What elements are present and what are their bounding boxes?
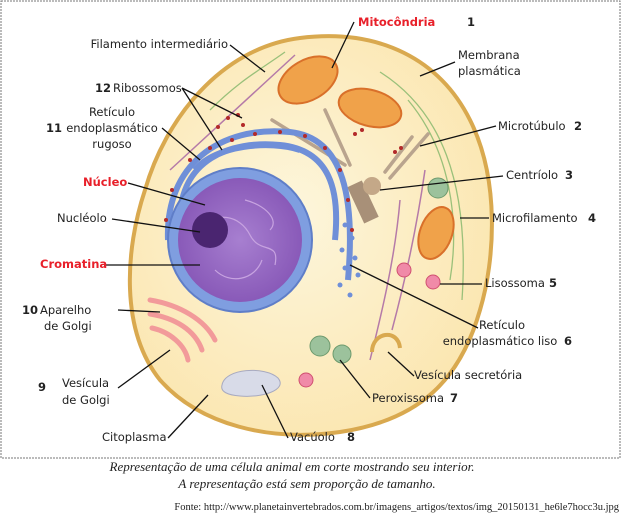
label-peroxissoma: Peroxissoma bbox=[372, 391, 444, 405]
label-microfilamento-number: 4 bbox=[588, 211, 596, 225]
label-peroxissoma-number: 7 bbox=[450, 391, 458, 405]
label-vesicula-secretoria: Vesícula secretória bbox=[414, 368, 522, 382]
label-nucleo: Núcleo bbox=[83, 175, 127, 189]
label-mitocondria: Mitocôndria bbox=[358, 15, 435, 29]
label-rer-number: 11 bbox=[46, 121, 62, 135]
label-membrana-2: plasmática bbox=[458, 64, 521, 78]
label-rel-number: 6 bbox=[564, 334, 572, 348]
label-mitocondria-number: 1 bbox=[467, 15, 475, 29]
label-ribossomos: Ribossomos bbox=[113, 81, 182, 95]
label-rer-3: rugoso bbox=[92, 137, 131, 151]
label-rer-2: endoplasmático bbox=[66, 121, 158, 135]
label-rel-1: Retículo bbox=[479, 318, 525, 332]
label-golgi-number: 10 bbox=[22, 303, 38, 317]
label-microtubulo-number: 2 bbox=[574, 119, 582, 133]
caption-source: Fonte: http://www.planetainvertebrados.c… bbox=[174, 502, 619, 513]
label-rel-2: endoplasmático liso bbox=[443, 334, 558, 348]
label-microfilamento: Microfilamento bbox=[492, 211, 578, 225]
label-nucleolo: Nucléolo bbox=[57, 211, 107, 225]
label-centriolo-number: 3 bbox=[565, 168, 573, 182]
label-centriolo: Centríolo bbox=[506, 168, 558, 182]
label-membrana-1: Membrana bbox=[458, 48, 520, 62]
label-golgi-1: Aparelho bbox=[40, 303, 91, 317]
golgi bbox=[147, 297, 218, 363]
frame bbox=[0, 0, 621, 459]
label-citoplasma: Citoplasma bbox=[102, 430, 167, 444]
nucleus bbox=[178, 178, 302, 302]
label-vacuolo: Vacúolo bbox=[290, 430, 335, 444]
label-golgi-2: de Golgi bbox=[44, 319, 92, 333]
label-microtubulo: Microtúbulo bbox=[498, 119, 566, 133]
centriole bbox=[347, 177, 381, 224]
label-vacuolo-number: 8 bbox=[347, 430, 355, 444]
label-lisossoma: Lisossoma bbox=[485, 276, 545, 290]
label-cromatina: Cromatina bbox=[40, 257, 107, 271]
caption-line-1: Representação de uma célula animal em co… bbox=[109, 459, 475, 474]
caption-line-2: A representação está sem proporção de ta… bbox=[177, 476, 435, 491]
label-vesgolgi-1: Vesícula bbox=[62, 376, 109, 390]
label-lisossoma-number: 5 bbox=[549, 276, 557, 290]
rough-er bbox=[164, 128, 353, 281]
vacuole bbox=[221, 369, 281, 397]
nucleolus bbox=[192, 212, 228, 248]
label-rer-1: Retículo bbox=[89, 105, 135, 119]
label-vesgolgi-number: 9 bbox=[38, 380, 46, 394]
mitochondria bbox=[277, 55, 455, 260]
label-vesgolgi-2: de Golgi bbox=[62, 393, 110, 407]
label-ribossomos-number: 12 bbox=[95, 81, 111, 95]
label-filamento-intermediario: Filamento intermediário bbox=[91, 37, 228, 51]
